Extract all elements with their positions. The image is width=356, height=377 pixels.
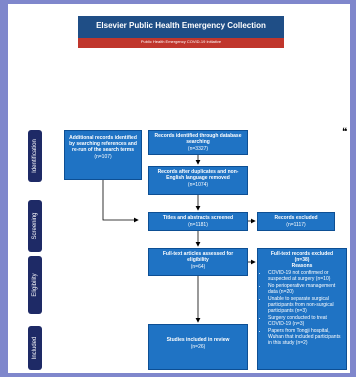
box-fulltext-excluded: Full-text records excluded (n=38) Reason… — [257, 248, 347, 370]
phase-identification-label: Identification — [32, 139, 38, 173]
phase-eligibility: Eligibility — [28, 256, 42, 314]
reason-item: Surgery conducted to treat COVID-19 (n=3… — [268, 315, 343, 327]
additional-records-count: (n=107) — [94, 154, 112, 160]
phase-eligibility-label: Eligibility — [32, 273, 38, 297]
fulltext-assessed-label: Full-text articles assessed for eligibil… — [162, 251, 234, 263]
phase-screening: Screening — [28, 200, 42, 252]
reason-item: COVID-19 not confirmed or suspected at s… — [268, 270, 343, 282]
reason-item: Unable to separate surgical participants… — [268, 296, 343, 314]
box-studies-included: Studies included in review (n=26) — [148, 324, 248, 370]
figure-page: Elsevier Public Health Emergency Collect… — [8, 4, 350, 373]
box-database-records: Records identified through database sear… — [148, 130, 248, 155]
reason-item: No perioperative management data (n=20) — [268, 283, 343, 295]
box-dedup-records: Records after duplicates and non-English… — [148, 166, 248, 195]
phase-included: Included — [28, 326, 42, 370]
box-screened: Titles and abstracts screened (n=1181) — [148, 212, 248, 231]
screened-label: Titles and abstracts screened — [162, 215, 234, 221]
studies-included-label: Studies included in review — [166, 337, 230, 343]
phase-screening-label: Screening — [32, 212, 38, 240]
database-records-label: Records identified through database sear… — [154, 133, 242, 145]
records-excluded-label: Records excluded — [274, 215, 318, 221]
collection-banner[interactable]: Elsevier Public Health Emergency Collect… — [78, 16, 284, 48]
box-records-excluded: Records excluded (n=1117) — [257, 212, 335, 231]
banner-band — [78, 16, 284, 38]
banner-title: Elsevier Public Health Emergency Collect… — [96, 21, 266, 30]
arrow-additional-to-screened — [102, 180, 139, 223]
dedup-records-count: (n=1074) — [187, 182, 209, 188]
records-excluded-count: (n=1117) — [286, 222, 306, 228]
database-records-count: (n=3327) — [187, 146, 209, 152]
citation-icon[interactable]: ❝ — [342, 127, 348, 138]
flow-arrows — [102, 155, 256, 323]
reason-item: Papers from Tongji hospital, Wuhan that … — [268, 328, 343, 346]
phase-included-label: Included — [32, 336, 38, 360]
reasons-title: Reasons — [291, 263, 313, 269]
box-additional-records: Additional records identified by searchi… — [64, 130, 142, 180]
fulltext-excluded-label: Full-text records excluded — [270, 251, 334, 257]
reasons-list: COVID-19 not confirmed or suspected at s… — [261, 270, 343, 346]
studies-included-count: (n=26) — [190, 344, 206, 350]
dedup-records-label: Records after duplicates and non-English… — [157, 169, 239, 181]
fulltext-excluded-count: (n=38) — [294, 257, 310, 263]
box-fulltext-assessed: Full-text articles assessed for eligibil… — [148, 248, 248, 276]
fulltext-assessed-count: (n=64) — [190, 264, 206, 270]
banner-subtitle: Public Health Emergency COVID-19 Initiat… — [140, 39, 222, 44]
screened-count: (n=1181) — [188, 222, 208, 228]
phase-identification: Identification — [28, 130, 42, 182]
additional-records-label: Additional records identified by searchi… — [69, 135, 137, 153]
